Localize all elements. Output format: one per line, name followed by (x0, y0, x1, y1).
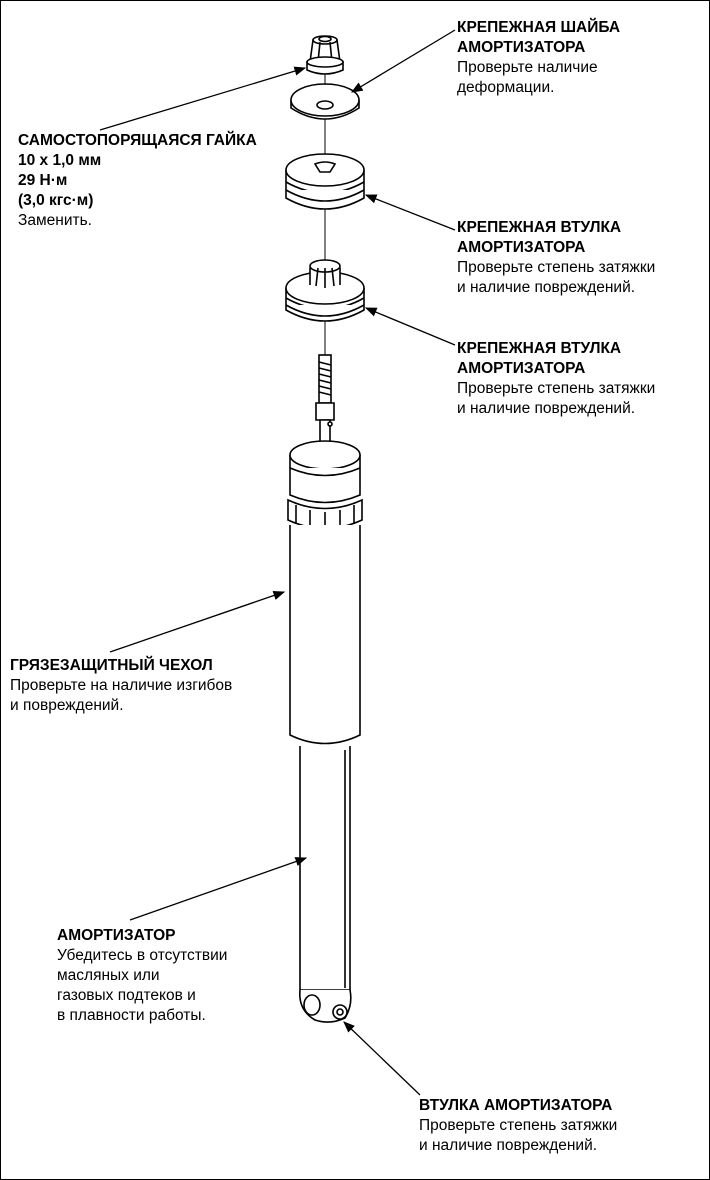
bushing-upper-desc-line2: и наличие повреждений. (457, 279, 636, 296)
nut-desc: Заменить. (18, 212, 92, 229)
washer-desc-line2: деформации. (457, 79, 555, 96)
washer-title-line1: КРЕПЕЖНАЯ ШАЙБА (457, 19, 621, 36)
bushing-upper-desc-line1: Проверьте степень затяжки (457, 259, 656, 276)
callout-shock: АМОРТИЗАТОР Убедитесь в отсутствии масля… (57, 926, 227, 1026)
dust-cover-desc-line1: Проверьте на наличие изгибов (10, 677, 233, 694)
nut-title: САМОСТОПОРЯЩАЯСЯ ГАЙКА (18, 132, 257, 149)
shock-bushing-desc-line1: Проверьте степень затяжки (419, 1117, 618, 1134)
shock-desc-line3: газовых подтеков и (57, 987, 196, 1004)
callout-bushing-upper: КРЕПЕЖНАЯ ВТУЛКА АМОРТИЗАТОРА Проверьте … (457, 218, 655, 298)
washer-desc-line1: Проверьте наличие (457, 59, 598, 76)
shock-title: АМОРТИЗАТОР (57, 927, 176, 944)
shock-desc-line2: масляных или (57, 967, 160, 984)
bushing-upper-title-line2: АМОРТИЗАТОРА (457, 239, 586, 256)
bushing-lower-title-line2: АМОРТИЗАТОРА (457, 360, 586, 377)
shock-desc-line4: в плавности работы. (57, 1007, 206, 1024)
callout-shock-bushing: ВТУЛКА АМОРТИЗАТОРА Проверьте степень за… (419, 1096, 617, 1156)
bushing-lower-title-line1: КРЕПЕЖНАЯ ВТУЛКА (457, 340, 622, 357)
lower-mounting-bushing (285, 259, 365, 322)
nut-spec-torque-nm: 29 Н·м (18, 172, 68, 189)
upper-mounting-bushing (285, 153, 365, 210)
shock-bushing-title: ВТУЛКА АМОРТИЗАТОРА (419, 1097, 613, 1114)
shock-desc-line1: Убедитесь в отсутствии (57, 947, 228, 964)
nut-spec-torque-kgfm: (3,0 кгс·м) (18, 192, 94, 209)
shock-absorber-body (298, 746, 352, 1023)
self-locking-nut (306, 35, 344, 75)
callout-nut: САМОСТОПОРЯЩАЯСЯ ГАЙКА 10 x 1,0 мм 29 Н·… (18, 131, 257, 231)
callout-dust-cover: ГРЯЗЕЗАЩИТНЫЙ ЧЕХОЛ Проверьте на наличие… (10, 656, 232, 716)
washer-title-line2: АМОРТИЗАТОРА (457, 39, 586, 56)
dust-cover-desc-line2: и повреждений. (10, 697, 124, 714)
dust-cover-title: ГРЯЗЕЗАЩИТНЫЙ ЧЕХОЛ (10, 657, 213, 674)
shock-bushing-desc-line2: и наличие повреждений. (419, 1137, 598, 1154)
dust-cover (287, 440, 363, 745)
bushing-lower-desc-line1: Проверьте степень затяжки (457, 380, 656, 397)
callout-bushing-lower: КРЕПЕЖНАЯ ВТУЛКА АМОРТИЗАТОРА Проверьте … (457, 339, 655, 419)
bushing-upper-title-line1: КРЕПЕЖНАЯ ВТУЛКА (457, 219, 622, 236)
piston-rod (315, 354, 335, 443)
callout-washer: КРЕПЕЖНАЯ ШАЙБА АМОРТИЗАТОРА Проверьте н… (457, 18, 620, 98)
mounting-washer (290, 83, 360, 120)
bushing-lower-desc-line2: и наличие повреждений. (457, 400, 636, 417)
nut-spec-size: 10 x 1,0 мм (18, 152, 102, 169)
